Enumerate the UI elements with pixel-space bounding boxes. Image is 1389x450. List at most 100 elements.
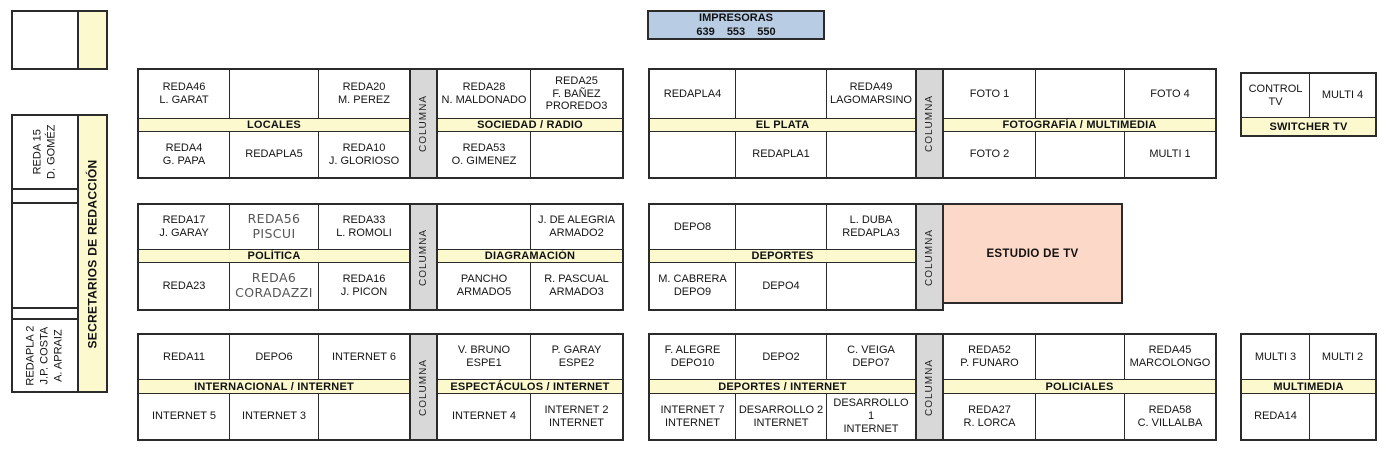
columna-label: COLUMNA [924, 94, 936, 153]
desk-cell: FOTO 4 [1150, 87, 1190, 100]
section-band: DIAGRAMACIÓN [438, 249, 622, 263]
columna-strip: COLUMNA [915, 68, 944, 179]
desk-cell: REDAPLA5 [230, 132, 319, 177]
printers-label: IMPRESORAS [699, 11, 773, 24]
desk-cell: FOTO 1 [944, 70, 1036, 118]
desk-cell: DEPO4 [736, 263, 827, 309]
desk-cell [1036, 335, 1125, 379]
section-band: SWITCHER TV [1242, 117, 1375, 135]
desk-cell [1036, 394, 1125, 439]
columna-label: COLUMNA [418, 228, 430, 286]
desk-cell [438, 205, 531, 249]
desk-cell: MULTI 1 [1149, 148, 1191, 161]
corner-yellow-strip [77, 12, 106, 68]
desk-cell: FOTO 2 [944, 132, 1036, 177]
desk-cell: REDA11 [139, 335, 230, 379]
section-band: FOTOGRAFÍA / MULTIMEDIA [944, 118, 1215, 132]
desk-cell: MULTI 3 [1242, 335, 1310, 379]
section-band: SOCIEDAD / RADIO [438, 118, 622, 132]
desk-cell [736, 205, 827, 249]
desk-cell: INTERNET 3 [230, 394, 319, 439]
desk-cell: DEPO2 [736, 335, 827, 379]
desk-cell: MULTI 4 [1321, 89, 1364, 102]
desk-cell [650, 132, 736, 177]
columna-label: COLUMNA [418, 94, 430, 153]
desk-cell: CONTROL TV [1242, 74, 1310, 117]
desk-cell: INTERNET 5 [139, 394, 230, 439]
desk-cell: REDAPLA1 [736, 132, 827, 177]
desk-cell [1036, 70, 1125, 118]
desk-cell: DEPO6 [230, 335, 319, 379]
columna-label: COLUMNA [418, 358, 430, 416]
desk-cell [1310, 394, 1375, 439]
desk-cell: REDA14 [1242, 394, 1310, 439]
columna-label: COLUMNA [924, 228, 936, 286]
desk-cell [736, 70, 827, 118]
printers-numbers: 639 553 550 [696, 26, 776, 38]
columna-label: COLUMNA [924, 358, 936, 416]
columna-strip: COLUMNA [915, 203, 944, 311]
section-band: MULTIMEDIA [1242, 379, 1375, 394]
section-band: POLICIALES [944, 379, 1215, 394]
corner-desk-box [11, 10, 108, 70]
section-band: DEPORTES [650, 249, 915, 263]
section-band: ESPECTÁCULOS / INTERNET [438, 379, 622, 394]
desk-cell: REDAPLA4 [650, 70, 736, 118]
desk-cell: INTERNET 6 [332, 350, 396, 363]
columna-strip: COLUMNA [409, 203, 438, 311]
secretaries-strip: SECRETARIOS DE REDACCIÓN [77, 114, 108, 393]
section-band: LOCALES [139, 118, 409, 132]
desk-cell [1036, 132, 1125, 177]
columna-strip: COLUMNA [915, 333, 944, 441]
tv-studio-label: ESTUDIO DE TV [986, 247, 1079, 260]
section-band: DEPORTES / INTERNET [650, 379, 915, 394]
desk-cell [827, 132, 915, 177]
left-desk-cell [13, 204, 77, 309]
section-band: EL PLATA [650, 118, 915, 132]
table-switcher-tv: CONTROL TV MULTI 4 SWITCHER TV [1240, 72, 1377, 137]
columna-strip: COLUMNA [409, 68, 438, 179]
section-band: POLÍTICA [139, 249, 409, 263]
desk-cell [319, 394, 409, 439]
desk-cell [531, 132, 622, 177]
